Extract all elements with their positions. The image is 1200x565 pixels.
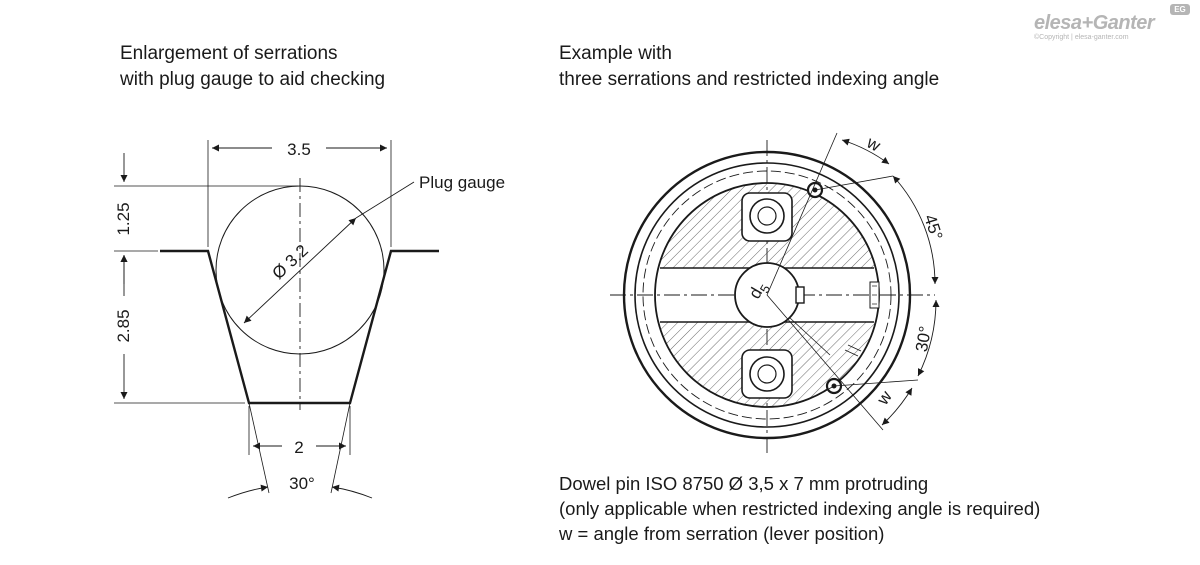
hub-dashed-pitch-circle (642, 170, 892, 420)
top-width-label: 3.5 (287, 140, 311, 159)
keyway (795, 286, 805, 304)
serration-dimension-labels: 3.5 Plug gauge Ø 3.2 1.25 2.85 2 30° (114, 140, 505, 493)
gauge-height-label: 1.25 (114, 202, 133, 235)
left-caption-line-2: with plug gauge to aid checking (120, 69, 386, 90)
hub-outer-ring (622, 150, 912, 440)
brand-logo-copyright: ©Copyright | elesa-ganter.com (1034, 34, 1129, 41)
serration-profile (114, 140, 439, 499)
upper-angle-label: 45° (920, 212, 946, 242)
angle-label: 30° (289, 474, 315, 493)
left-caption: Enlargement of serrations with plug gaug… (120, 41, 385, 93)
diameter-label: Ø 3.2 (269, 241, 312, 283)
lower-screw-outer (749, 356, 785, 392)
lower-angle-label: 30° (912, 325, 935, 354)
right-caption: Example with three serrations and restri… (559, 41, 939, 93)
upper-screw-inner (757, 206, 777, 226)
dowel-pin-note: Dowel pin ISO 8750 Ø 3,5 x 7 mm protrudi… (559, 471, 1040, 546)
dowel-pin-note-line-1: Dowel pin ISO 8750 Ø 3,5 x 7 mm protrudi… (559, 473, 929, 494)
lower-w-label: w (873, 387, 897, 409)
brand-logo: elesa+Ganter ©Copyright | elesa-ganter.c… (1034, 4, 1192, 44)
dowel-pin-note-line-3: w = angle from serration (lever position… (559, 523, 885, 544)
bottom-width-label: 2 (294, 438, 303, 457)
depth-label: 2.85 (114, 309, 133, 342)
hub-second-ring (634, 162, 900, 428)
serration-outline (160, 249, 439, 405)
brand-logo-name: elesa+Ganter (1034, 12, 1155, 34)
right-caption-line-2: three serrations and restricted indexing… (559, 69, 940, 90)
brand-logo-badge: EG (1170, 4, 1190, 15)
upper-screw-outer (749, 198, 785, 234)
plug-gauge-label: Plug gauge (419, 173, 505, 192)
lower-screw-inner (757, 364, 777, 384)
dowel-pin-note-line-2: (only applicable when restricted indexin… (559, 498, 1041, 519)
right-caption-line-1: Example with (559, 43, 672, 64)
left-caption-line-1: Enlargement of serrations (120, 43, 338, 64)
upper-w-label: w (863, 132, 884, 155)
